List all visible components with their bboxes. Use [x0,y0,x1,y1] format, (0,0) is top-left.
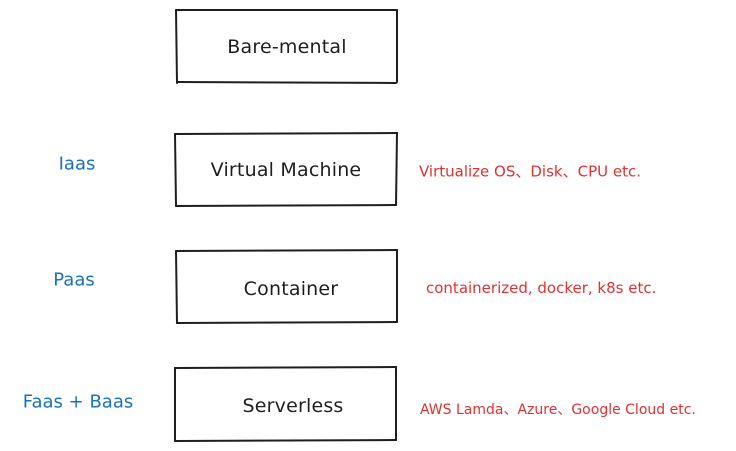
tier-label-iaas: Iaas [58,153,96,175]
note-container: containerized, docker, k8s etc. [426,279,657,297]
note-serverless: AWS Lamda、Azure、Google Cloud etc. [420,402,696,418]
box-label-container: Container [243,278,339,300]
note-virtual-machine: Virtualize OS、Disk、CPU etc. [419,162,641,181]
tier-label-faas-baas: Faas + Baas [22,391,134,413]
tier-label-paas: Paas [53,269,95,291]
box-serverless[interactable] [174,366,397,442]
box-label-bare-metal: Bare-mental [227,36,347,58]
box-bare-metal[interactable] [175,9,398,84]
box-container[interactable] [175,249,398,324]
box-label-virtual-machine: Virtual Machine [210,159,362,181]
box-label-serverless: Serverless [242,395,344,417]
box-virtual-machine[interactable] [174,132,398,207]
